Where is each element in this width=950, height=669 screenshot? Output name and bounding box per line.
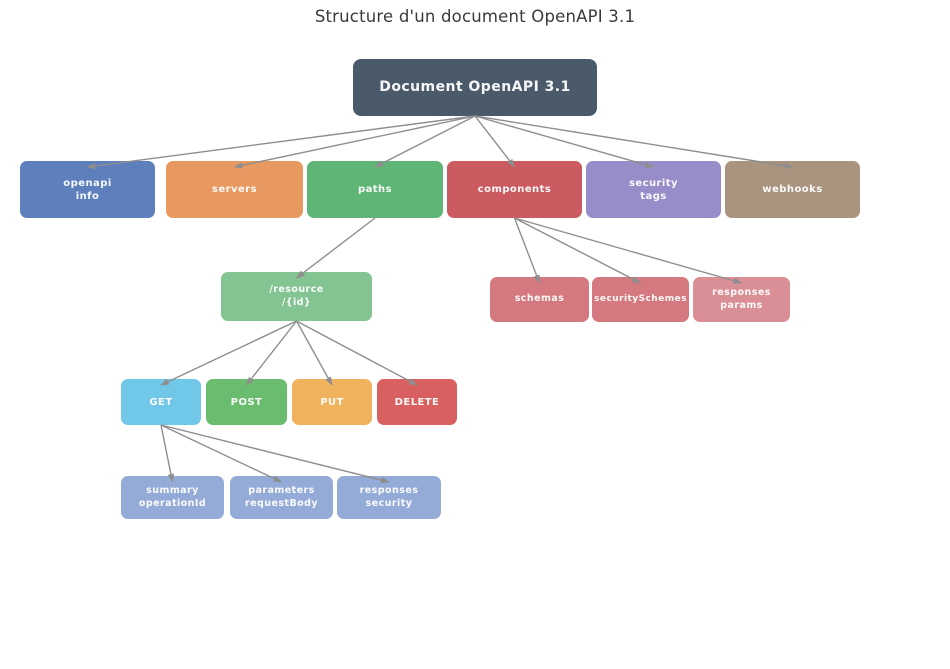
node-responses-security: responses security <box>337 476 441 519</box>
node-security-tags: security tags <box>586 161 721 218</box>
node-root: Document OpenAPI 3.1 <box>353 59 597 116</box>
node-put: PUT <box>292 379 372 425</box>
edge-get-to-parameters-requestbody <box>160 424 283 483</box>
node-openapi-info: openapi info <box>20 161 155 218</box>
node-security-schemes: securitySchemes <box>592 277 689 322</box>
edge-paths-to-resource-id <box>295 217 376 279</box>
edge-resource-id-to-get <box>160 320 297 386</box>
node-get: GET <box>121 379 201 425</box>
node-parameters-requestbody: parameters requestBody <box>230 476 333 519</box>
edge-components-to-schemas <box>513 217 541 284</box>
node-post: POST <box>206 379 287 425</box>
node-resource-id: /resource /{id} <box>221 272 372 321</box>
edge-root-to-components <box>474 115 516 168</box>
node-paths: paths <box>307 161 443 218</box>
edge-resource-id-to-put <box>295 320 333 386</box>
node-summary-operationid: summary operationId <box>121 476 224 519</box>
node-components: components <box>447 161 582 218</box>
node-servers: servers <box>166 161 303 218</box>
node-delete: DELETE <box>377 379 457 425</box>
edge-get-to-summary-operationid <box>160 424 175 483</box>
node-webhooks: webhooks <box>725 161 860 218</box>
edge-resource-id-to-post <box>245 320 298 386</box>
edge-components-to-security-schemes <box>514 217 642 284</box>
edge-root-to-webhooks <box>474 115 794 169</box>
node-schemas: schemas <box>490 277 589 322</box>
edge-get-to-responses-security <box>160 424 390 484</box>
edge-root-to-servers <box>233 115 476 169</box>
edge-resource-id-to-delete <box>296 320 418 386</box>
edge-root-to-security-tags <box>474 115 655 168</box>
edge-root-to-paths <box>374 115 476 168</box>
diagram-title: Structure d'un document OpenAPI 3.1 <box>314 7 636 26</box>
node-responses-params: responses params <box>693 277 790 322</box>
edge-root-to-openapi-info <box>86 115 476 170</box>
edge-components-to-responses-params <box>514 217 743 284</box>
